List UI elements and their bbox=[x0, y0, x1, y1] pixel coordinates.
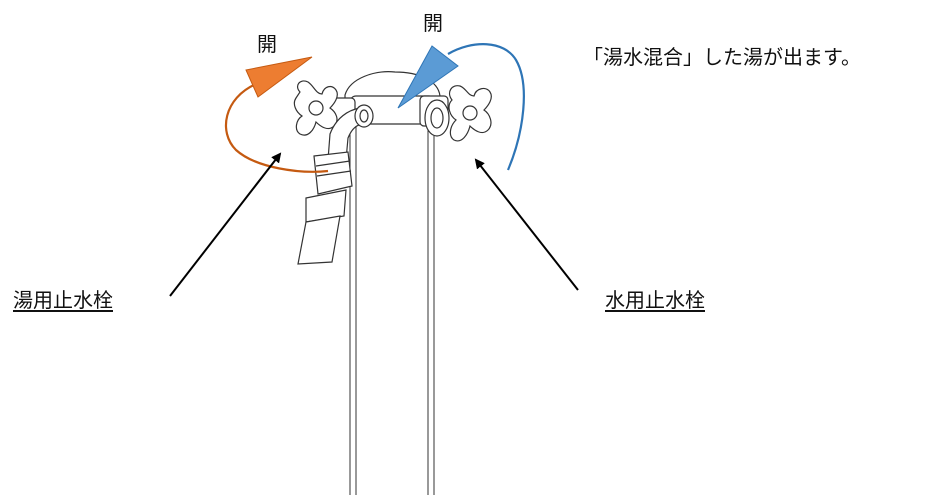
mixing-caption: 「湯水混合」した湯が出ます。 bbox=[583, 45, 861, 69]
cold-open-label: 開 bbox=[423, 11, 443, 35]
hose bbox=[297, 104, 374, 265]
hot-rotation-arc bbox=[224, 82, 329, 173]
cold-valve-label: 水用止水栓 bbox=[605, 288, 705, 312]
supply-pipes bbox=[349, 120, 435, 495]
hose-coupling bbox=[305, 189, 347, 223]
hot-valve-pointer bbox=[169, 152, 282, 297]
cold-outlet-inner bbox=[430, 107, 444, 129]
cold-valve-handle bbox=[448, 85, 492, 142]
cold-valve-pointer bbox=[474, 158, 579, 291]
cold-open-arrowhead bbox=[397, 45, 459, 109]
hot-open-label: 開 bbox=[257, 32, 277, 56]
hot-open-arrowhead bbox=[245, 56, 313, 98]
hose-nut bbox=[313, 151, 353, 195]
hose-tube bbox=[297, 215, 341, 265]
hot-valve-handle bbox=[293, 80, 338, 136]
hot-valve-label: 湯用止水栓 bbox=[13, 288, 113, 312]
cold-rotation-arc bbox=[447, 43, 525, 171]
